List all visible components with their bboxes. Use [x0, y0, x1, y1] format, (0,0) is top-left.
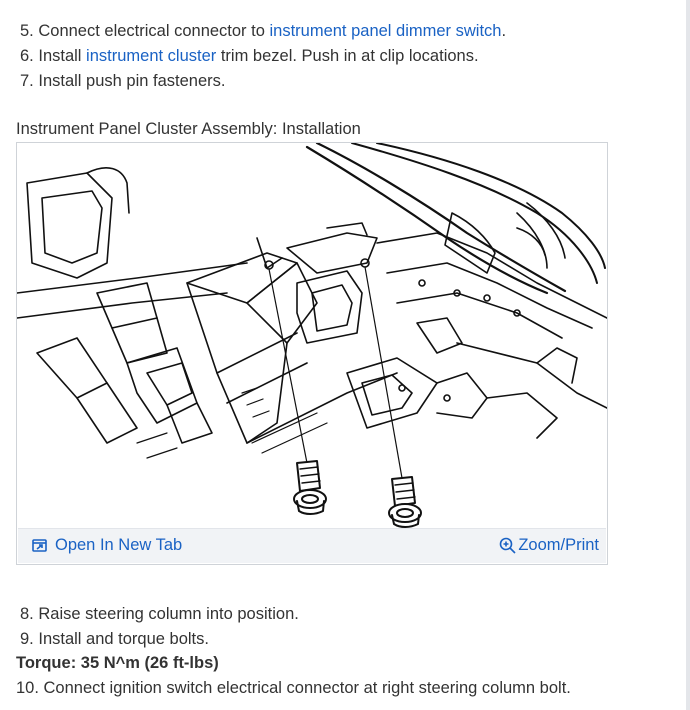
step-8: 8. Raise steering column into position.	[20, 602, 299, 627]
step-text: Install	[38, 47, 87, 65]
instrument-panel-cluster-diagram[interactable]	[17, 143, 607, 530]
step-text: Install and torque bolts.	[38, 630, 209, 648]
torque-spec: Torque: 35 N^m (26 ft-lbs)	[16, 654, 219, 672]
zoom-print-label: Zoom/Print	[518, 536, 599, 554]
zoom-print-button[interactable]: Zoom/Print	[499, 534, 599, 556]
step-text: Install push pin fasteners.	[38, 72, 226, 90]
step-text-end: trim bezel. Push in at clip locations.	[216, 47, 479, 65]
open-new-tab-icon	[32, 538, 47, 552]
step-number: 8.	[20, 605, 34, 623]
open-in-new-tab-label: Open In New Tab	[55, 536, 183, 554]
step-6: 6. Install instrument cluster trim bezel…	[20, 44, 506, 69]
page-right-border	[686, 0, 690, 710]
open-in-new-tab-button[interactable]: Open In New Tab	[32, 534, 182, 556]
installation-steps-bottom: 8. Raise steering column into position. …	[20, 602, 299, 652]
step-7: 7. Install push pin fasteners.	[20, 69, 506, 94]
step-number: 6.	[20, 47, 34, 65]
magnifier-zoom-icon	[499, 537, 516, 554]
step-text: Connect electrical connector to	[38, 22, 270, 40]
step-9: 9. Install and torque bolts.	[20, 627, 299, 652]
installation-steps-top: 5. Connect electrical connector to instr…	[20, 19, 506, 94]
step-text-end: .	[501, 22, 507, 40]
instrument-panel-dimmer-switch-link[interactable]: instrument panel dimmer switch	[269, 22, 502, 40]
figure-toolbar: Open In New Tab Zoom/Print	[18, 528, 606, 563]
step-number: 7.	[20, 72, 34, 90]
step-text: Raise steering column into position.	[38, 605, 299, 623]
step-5: 5. Connect electrical connector to instr…	[20, 19, 506, 44]
figure-caption: Instrument Panel Cluster Assembly: Insta…	[16, 120, 361, 138]
instrument-cluster-link[interactable]: instrument cluster	[86, 47, 217, 65]
step-number: 9.	[20, 630, 34, 648]
step-10: 10. Connect ignition switch electrical c…	[16, 679, 571, 697]
figure-container: Open In New Tab Zoom/Print	[16, 142, 608, 565]
step-number: 5.	[20, 22, 34, 40]
